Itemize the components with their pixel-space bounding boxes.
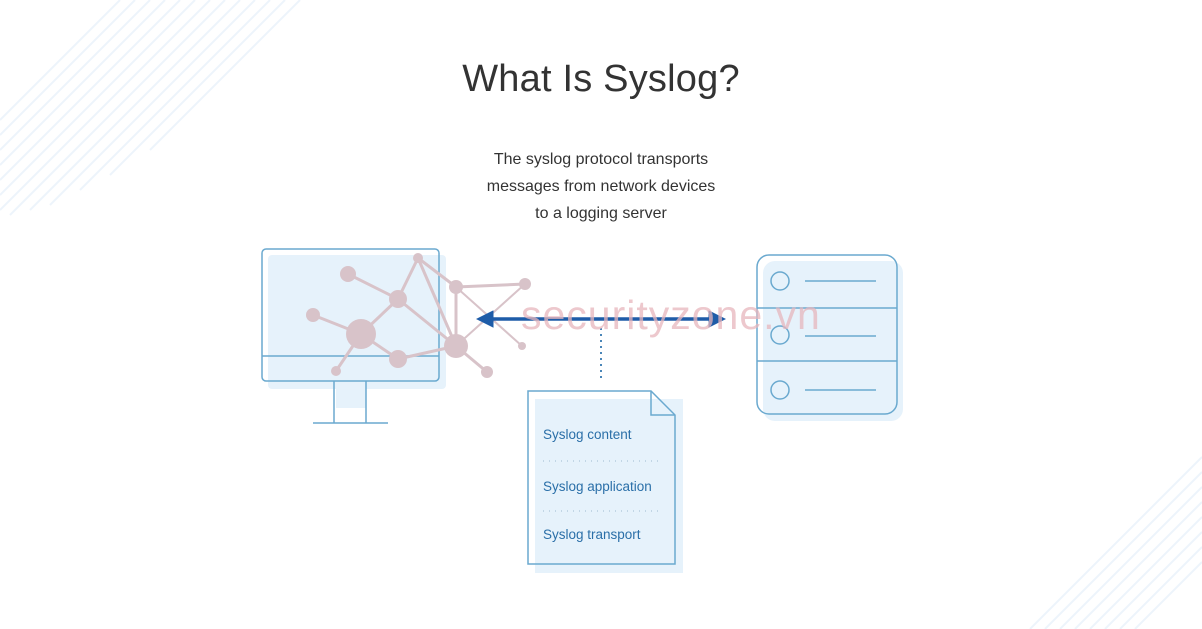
subtitle: The syslog protocol transports messages … xyxy=(401,146,801,227)
network-graph-icon xyxy=(306,253,531,378)
page-title: What Is Syslog? xyxy=(462,58,740,100)
subtitle-line-2: messages from network devices xyxy=(486,178,716,195)
doc-label-content: Syslog content xyxy=(543,427,632,442)
subtitle-line-1: The syslog protocol transports xyxy=(493,151,709,168)
subtitle-line-3: to a logging server xyxy=(535,205,667,222)
doc-label-application: Syslog application xyxy=(543,479,652,494)
decorative-stripes-top-left xyxy=(0,0,301,216)
doc-label-transport: Syslog transport xyxy=(543,527,641,542)
document-icon xyxy=(527,390,683,573)
server-icon xyxy=(756,254,903,421)
decorative-stripes-bottom-right xyxy=(1029,456,1202,629)
watermark: securityzone.vn xyxy=(521,292,821,338)
